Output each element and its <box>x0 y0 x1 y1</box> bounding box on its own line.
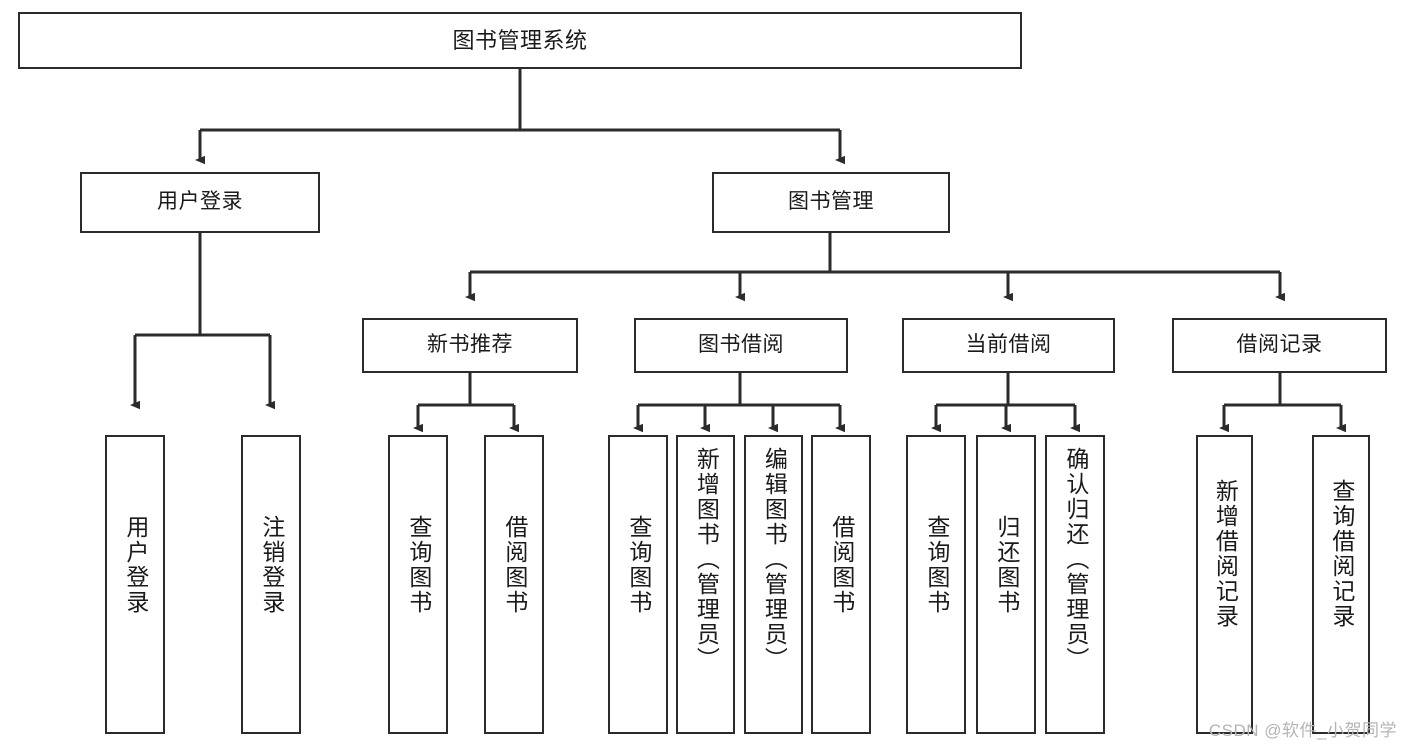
node-leaf-edit-book-admin-label: 编辑图书（管理员） <box>761 447 788 672</box>
node-leaf-add-borrow-record-label: 新增借阅记录 <box>1212 479 1239 629</box>
node-leaf-return-book-label: 归还图书 <box>993 515 1020 615</box>
node-leaf-borrow-book-2[interactable]: 借阅图书 <box>811 435 871 734</box>
watermark-text: CSDN @软件_小贺同学 <box>1208 721 1397 740</box>
node-book-borrow-label: 图书借阅 <box>698 333 784 357</box>
node-leaf-query-book-3[interactable]: 查询图书 <box>906 435 966 734</box>
node-leaf-return-book[interactable]: 归还图书 <box>976 435 1036 734</box>
node-leaf-edit-book-admin[interactable]: 编辑图书（管理员） <box>744 435 803 734</box>
node-leaf-login[interactable]: 用户登录 <box>105 435 165 734</box>
node-leaf-logout[interactable]: 注销登录 <box>241 435 301 734</box>
node-leaf-query-borrow-record-label: 查询借阅记录 <box>1328 479 1355 629</box>
node-leaf-add-book-admin[interactable]: 新增图书（管理员） <box>676 435 735 734</box>
node-leaf-confirm-return-admin[interactable]: 确认归还（管理员） <box>1045 435 1105 734</box>
node-book-management[interactable]: 图书管理 <box>712 172 950 233</box>
node-borrow-record[interactable]: 借阅记录 <box>1172 318 1387 373</box>
node-new-book-recommend[interactable]: 新书推荐 <box>362 318 578 373</box>
node-leaf-confirm-return-admin-label: 确认归还（管理员） <box>1062 447 1089 672</box>
node-leaf-query-book-2[interactable]: 查询图书 <box>608 435 668 734</box>
node-leaf-query-book-1[interactable]: 查询图书 <box>388 435 448 734</box>
node-leaf-borrow-book-1-label: 借阅图书 <box>501 515 528 615</box>
node-leaf-query-book-1-label: 查询图书 <box>405 515 432 615</box>
node-user-login[interactable]: 用户登录 <box>80 172 320 233</box>
node-borrow-record-label: 借阅记录 <box>1236 333 1323 357</box>
node-leaf-query-book-2-label: 查询图书 <box>625 515 652 615</box>
node-new-book-recommend-label: 新书推荐 <box>427 333 513 357</box>
node-leaf-query-book-3-label: 查询图书 <box>923 515 950 615</box>
node-root[interactable]: 图书管理系统 <box>18 12 1022 69</box>
node-current-borrow-label: 当前借阅 <box>965 333 1052 357</box>
node-leaf-add-book-admin-label: 新增图书（管理员） <box>693 447 720 672</box>
node-leaf-add-borrow-record[interactable]: 新增借阅记录 <box>1196 435 1253 734</box>
node-current-borrow[interactable]: 当前借阅 <box>902 318 1115 373</box>
node-leaf-login-label: 用户登录 <box>122 515 149 615</box>
node-book-management-label: 图书管理 <box>788 190 874 214</box>
node-leaf-borrow-book-2-label: 借阅图书 <box>828 515 855 615</box>
node-root-label: 图书管理系统 <box>452 27 588 53</box>
node-book-borrow[interactable]: 图书借阅 <box>634 318 848 373</box>
node-user-login-label: 用户登录 <box>157 190 243 214</box>
node-leaf-query-borrow-record[interactable]: 查询借阅记录 <box>1312 435 1370 734</box>
node-leaf-logout-label: 注销登录 <box>258 515 285 615</box>
node-leaf-borrow-book-1[interactable]: 借阅图书 <box>484 435 544 734</box>
